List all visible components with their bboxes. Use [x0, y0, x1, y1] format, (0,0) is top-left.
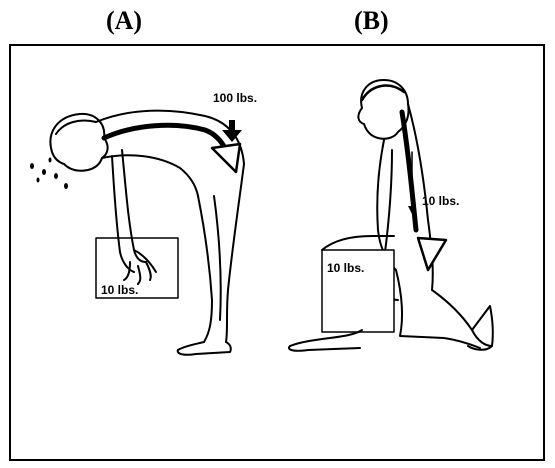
figure-a-feet [178, 342, 231, 355]
figure-a-spine [104, 125, 226, 150]
figure-a-leg [226, 164, 244, 342]
figure-a-back-load-label: 100 lbs. [213, 91, 257, 105]
figure-b-kneeling-lifter [289, 80, 493, 351]
figure-a-arrow-icon [222, 120, 242, 142]
figure-a-arm [122, 150, 146, 262]
figure-b-back-load-label: 10 lbs. [422, 194, 459, 208]
figure-b-pelvis [418, 238, 446, 270]
figure-a-pelvis [212, 144, 240, 172]
sweat-drops-icon [30, 158, 68, 190]
figure-a-bent-lifter [30, 111, 244, 355]
figure-a-head [50, 114, 107, 171]
figure-b-box-weight-label: 10 lbs. [327, 261, 364, 275]
figure-a-box-weight-label: 10 lbs. [101, 283, 138, 297]
